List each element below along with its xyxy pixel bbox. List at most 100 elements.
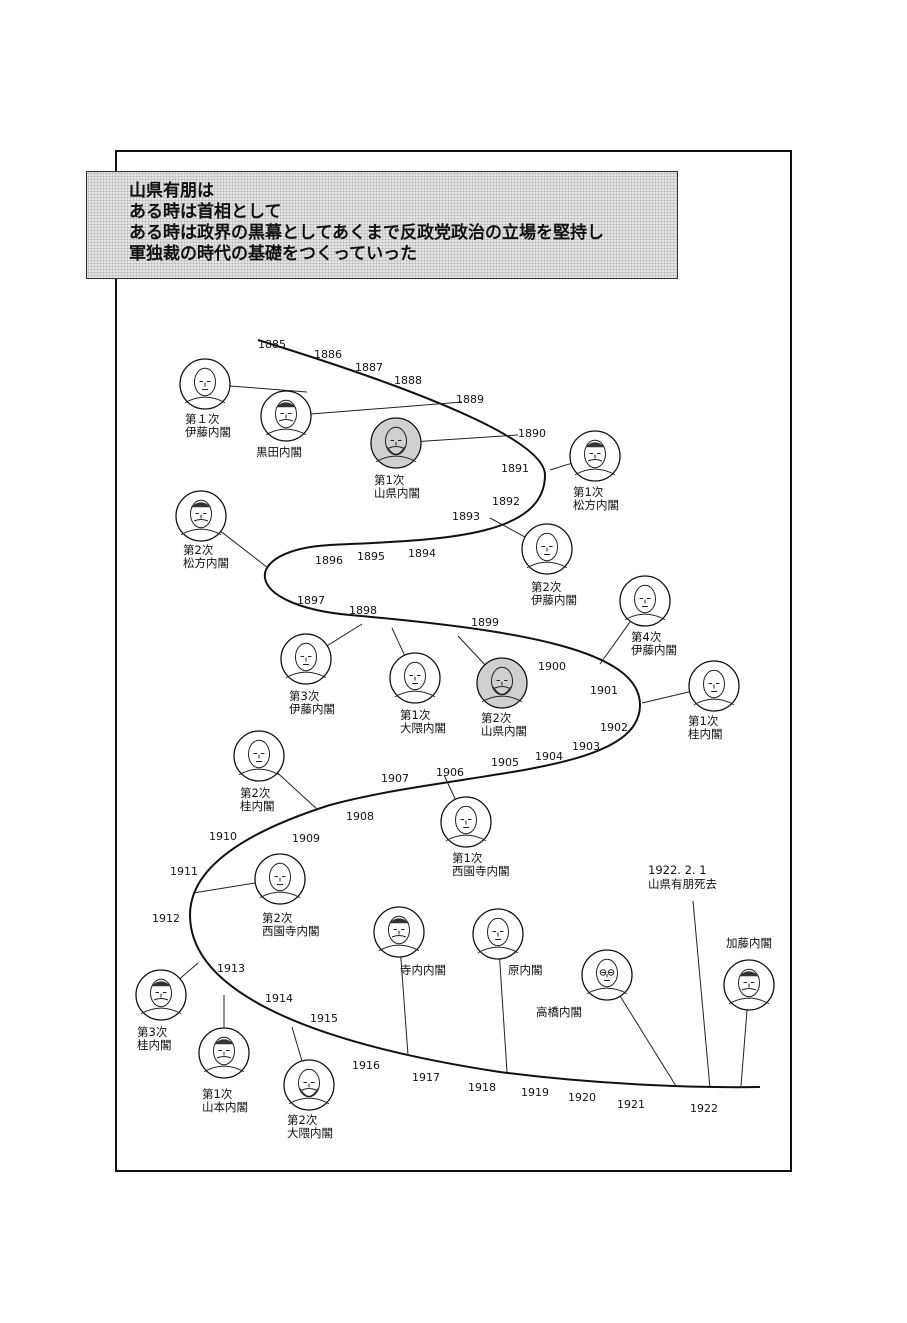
year-label: 1910: [209, 830, 237, 843]
portrait-kato-icon: [723, 959, 775, 1011]
year-label: 1886: [314, 348, 342, 361]
caption-line: 軍独裁の時代の基礎をつくっていった: [129, 244, 418, 264]
year-label: 1898: [349, 604, 377, 617]
cabinet-name: 伊藤内閣: [531, 593, 577, 607]
leader-line: [692, 900, 711, 1089]
portrait-ito-icon: [280, 633, 332, 685]
year-label: 1895: [357, 550, 385, 563]
cabinet-name: 大隈内閣: [287, 1126, 333, 1140]
cabinet-name: 高橋内閣: [536, 1005, 582, 1019]
year-label: 1905: [491, 756, 519, 769]
cabinet-name: 山本内閣: [202, 1100, 248, 1114]
cabinet-name: 伊藤内閣: [185, 425, 231, 439]
portrait-ito-icon: [521, 523, 573, 575]
page-frame: [115, 150, 792, 1172]
cabinet-name: 松方内閣: [183, 556, 229, 570]
portrait-yamamoto-icon: [198, 1027, 250, 1079]
cabinet-name: 寺内内閣: [400, 963, 446, 977]
cabinet-name: 桂内閣: [137, 1038, 172, 1052]
cabinet-ordinal: 第1次: [452, 851, 483, 865]
portrait-matsukata-icon: [569, 430, 621, 482]
year-label: 1888: [394, 374, 422, 387]
year-label: 1887: [355, 361, 383, 374]
portrait-katsura-icon: [233, 730, 285, 782]
cabinet-ordinal: 第1次: [374, 473, 405, 487]
portrait-okuma-icon: [389, 652, 441, 704]
year-label: 1916: [352, 1059, 380, 1072]
year-label: 1885: [258, 338, 286, 351]
cabinet-name: 伊藤内閣: [631, 643, 677, 657]
year-label: 1912: [152, 912, 180, 925]
leader-line: [641, 691, 690, 704]
year-label: 1918: [468, 1081, 496, 1094]
cabinet-ordinal: 第2次: [262, 911, 293, 925]
leader-line: [229, 385, 308, 393]
cabinet-ordinal: 第１次: [185, 412, 220, 426]
leader-line: [391, 627, 406, 656]
cabinet-name: 西園寺内閣: [262, 924, 320, 938]
cabinet-label: 加藤内閣: [726, 936, 772, 950]
cabinet-ordinal: 第2次: [240, 786, 271, 800]
year-label: 1902: [600, 721, 628, 734]
cabinet-label: 高橋内閣: [536, 1005, 582, 1019]
cabinet-ordinal: 第2次: [481, 711, 512, 725]
cabinet-name: 松方内閣: [573, 498, 619, 512]
year-label: 1906: [436, 766, 464, 779]
year-label: 1894: [408, 547, 436, 560]
year-label: 1909: [292, 832, 320, 845]
leader-line: [291, 1026, 303, 1062]
cabinet-name: 桂内閣: [240, 799, 275, 813]
year-label: 1892: [492, 495, 520, 508]
cabinet-name: 山県内閣: [481, 724, 527, 738]
year-label: 1917: [412, 1071, 440, 1084]
portrait-okuma-icon: [283, 1059, 335, 1111]
cabinet-label: 原内閣: [508, 963, 543, 977]
leader-line: [619, 995, 677, 1087]
cabinet-label: 黒田内閣: [256, 445, 302, 459]
portrait-takahashi-icon: [581, 949, 633, 1001]
year-label: 1911: [170, 865, 198, 878]
portrait-saionji-icon: [440, 796, 492, 848]
year-label: 1920: [568, 1091, 596, 1104]
portrait-ito-icon: [619, 575, 671, 627]
leader-line: [310, 401, 463, 415]
cabinet-ordinal: 第3次: [137, 1025, 168, 1039]
cabinet-ordinal: 第1次: [573, 485, 604, 499]
cabinet-ordinal: 第3次: [289, 689, 320, 703]
cabinet-name: 山県内閣: [374, 486, 420, 500]
leader-line: [420, 434, 519, 442]
cabinet-name: 黒田内閣: [256, 445, 302, 459]
year-label: 1897: [297, 594, 325, 607]
cabinet-name: 伊藤内閣: [289, 702, 335, 716]
cabinet-label: 寺内内閣: [400, 963, 446, 977]
leader-line: [277, 772, 319, 811]
year-label: 1891: [501, 462, 529, 475]
leader-line: [549, 462, 572, 471]
cabinet-name: 大隈内閣: [400, 721, 446, 735]
leader-line: [499, 958, 508, 1073]
year-label: 1907: [381, 772, 409, 785]
portrait-kuroda-icon: [260, 390, 312, 442]
leader-line: [192, 882, 256, 894]
cabinet-ordinal: 第2次: [531, 580, 562, 594]
cabinet-ordinal: 第1次: [688, 714, 719, 728]
year-label: 1889: [456, 393, 484, 406]
year-label: 1922: [690, 1102, 718, 1115]
caption-line: ある時は政界の黒幕としてあくまで反政党政治の立場を堅持し: [129, 223, 604, 243]
leader-line: [443, 774, 456, 800]
year-label: 1899: [471, 616, 499, 629]
year-label: 1913: [217, 962, 245, 975]
